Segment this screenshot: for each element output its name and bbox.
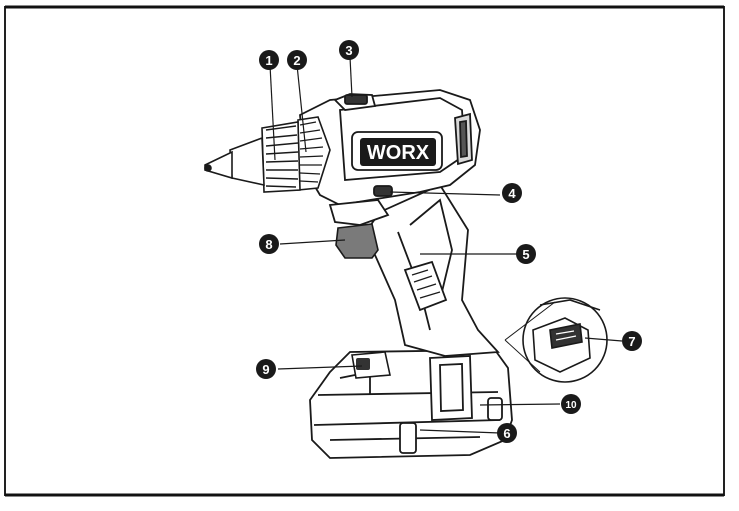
zoom-detail <box>504 297 608 383</box>
svg-text:9: 9 <box>262 362 269 377</box>
handle <box>358 183 500 357</box>
callout-7: 7 <box>622 331 642 351</box>
callout-6: 6 <box>497 423 517 443</box>
trigger <box>335 223 379 259</box>
svg-text:3: 3 <box>345 43 352 58</box>
worx-logo-text: WORX <box>367 142 430 164</box>
callout-1: 1 <box>259 50 279 70</box>
svg-text:6: 6 <box>503 426 510 441</box>
svg-text:1: 1 <box>265 53 272 68</box>
callout-5: 5 <box>516 244 536 264</box>
callout-3: 3 <box>339 40 359 60</box>
svg-text:10: 10 <box>565 400 577 411</box>
callout-8: 8 <box>259 234 279 254</box>
torque-collar <box>297 116 331 191</box>
svg-text:4: 4 <box>508 186 516 201</box>
leader-lines <box>269 56 623 434</box>
svg-text:2: 2 <box>293 53 300 68</box>
svg-text:8: 8 <box>265 237 272 252</box>
callout-10: 10 <box>561 394 581 414</box>
battery-release <box>351 351 391 379</box>
svg-text:7: 7 <box>628 334 635 349</box>
callout-4: 4 <box>502 183 522 203</box>
callout-9: 9 <box>256 359 276 379</box>
svg-text:5: 5 <box>522 247 529 262</box>
chuck <box>204 121 301 193</box>
worx-logo: WORX <box>360 138 436 166</box>
callout-2: 2 <box>287 50 307 70</box>
